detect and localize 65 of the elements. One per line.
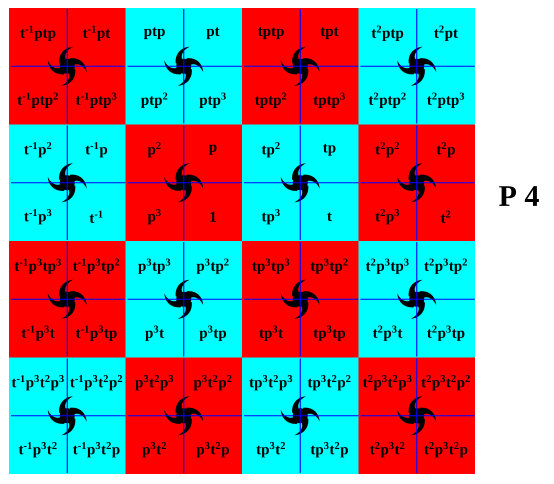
expression-label: tp$^{3}$tp$^{3}$ xyxy=(252,258,290,274)
expression-label: t$^{-1}$p xyxy=(85,142,108,158)
expression-label: t$^{-1}$p$^{3}$t$^{2}$ xyxy=(18,442,57,458)
expression-label: t$^{-1}$p$^{3}$ xyxy=(24,209,52,224)
expression-label: t$^{2}$ptp xyxy=(372,26,404,41)
expression-label: t$^{2}$ptp$^{2}$ xyxy=(368,92,406,108)
expression-label: tp$^{3}$tp xyxy=(313,326,346,341)
expression-label: t$^{2}$p$^{3}$tp$^{3}$ xyxy=(366,258,409,274)
expression-label: ptp$^{3}$ xyxy=(199,92,226,108)
expression-label: p$^{2}$ xyxy=(148,142,161,158)
expression-label: t$^{2}$p$^{3}$t xyxy=(372,326,402,341)
expression-label: 1 xyxy=(210,212,216,222)
expression-label: tp$^{3}$t$^{2}$ xyxy=(256,442,286,458)
expression-label: p$^{3}$tp$^{3}$ xyxy=(138,258,170,274)
expression-label: t$^{-1}$p$^{3}$t xyxy=(22,326,55,341)
expression-label: t$^{2}$p$^{3}$t$^{2}$p xyxy=(424,442,468,458)
expression-label: t$^{2}$p$^{3}$t$^{2}$p$^{3}$ xyxy=(362,375,412,390)
expression-label: t$^{-1}$ xyxy=(90,210,103,223)
expression-label: t$^{2}$p xyxy=(436,142,455,158)
expression-label: tp$^{3}$t$^{2}$p$^{2}$ xyxy=(308,375,350,390)
expression-label: t$^{2}$p$^{3}$t$^{2}$p$^{2}$ xyxy=(421,375,470,390)
expression-label: t$^{-1}$p$^{3}$tp xyxy=(76,326,117,341)
expression-label: tp xyxy=(323,144,336,156)
expression-label: tp$^{3}$ xyxy=(262,209,280,224)
expression-label: ptp xyxy=(144,27,165,40)
expression-label: t$^{2}$pt xyxy=(434,26,458,41)
expression-label: t$^{-1}$p$^{2}$ xyxy=(24,142,52,158)
expression-label: tptp$^{3}$ xyxy=(313,92,345,108)
expression-label: pt xyxy=(206,27,220,40)
expression-label: tp$^{3}$t xyxy=(259,326,284,341)
expression-label: tp$^{2}$ xyxy=(262,142,280,158)
expression-label: t$^{-1}$p$^{3}$t$^{2}$p$^{2}$ xyxy=(70,375,122,390)
expression-label: p$^{3}$ xyxy=(148,209,161,224)
expression-label: tp$^{3}$tp$^{2}$ xyxy=(310,258,348,274)
expression-label: t$^{2}$ptp$^{3}$ xyxy=(427,92,464,108)
expression-label: tp$^{3}$t$^{2}$p xyxy=(310,442,348,458)
expression-label: t$^{-1}$p$^{3}$tp$^{3}$ xyxy=(14,258,61,274)
expression-label: t$^{2}$p$^{2}$ xyxy=(375,142,400,158)
expression-label: t$^{2}$p$^{3}$t$^{2}$ xyxy=(370,442,404,458)
expression-label: p$^{3}$tp$^{2}$ xyxy=(196,258,229,274)
expression-label: t$^{-1}$p$^{3}$t$^{2}$p$^{3}$ xyxy=(12,375,64,390)
expression-label: p xyxy=(208,144,217,155)
expression-label: t$^{-1}$ptp$^{2}$ xyxy=(17,92,58,108)
expression-label: p$^{3}$tp xyxy=(199,326,226,341)
expression-label: t$^{2}$p$^{3}$ xyxy=(375,209,400,224)
expression-label: t$^{-1}$p$^{3}$t$^{2}$p xyxy=(72,442,120,458)
expression-label: p$^{3}$t xyxy=(145,326,164,341)
expression-label: t$^{-1}$ptp$^{3}$ xyxy=(76,92,116,108)
expression-label: t$^{-1}$p$^{3}$tp$^{2}$ xyxy=(72,258,120,274)
expression-label: p$^{3}$t$^{2}$p$^{2}$ xyxy=(194,375,232,390)
expression-label: t$^{2}$ xyxy=(440,210,450,223)
expression-label: p$^{3}$t$^{2}$p$^{3}$ xyxy=(135,375,174,390)
expression-label: t$^{-1}$ptp xyxy=(20,26,56,41)
expression-label: tp$^{3}$t$^{2}$p$^{3}$ xyxy=(249,375,292,390)
expression-label: p$^{3}$t$^{2}$ xyxy=(142,442,166,458)
expression-label: ptp$^{2}$ xyxy=(141,92,168,108)
expression-label: tpt xyxy=(320,27,339,40)
group-label: P 4 xyxy=(499,186,539,206)
expression-label: tptp$^{2}$ xyxy=(255,92,286,108)
expression-label: tptp xyxy=(258,27,284,40)
expression-label: p$^{3}$t$^{2}$p xyxy=(196,442,229,458)
expression-label: t xyxy=(327,212,332,222)
expression-label: t$^{-1}$pt xyxy=(82,26,110,41)
expression-label: t$^{2}$p$^{3}$tp xyxy=(427,326,464,341)
expression-label: t$^{2}$p$^{3}$tp$^{2}$ xyxy=(424,258,467,274)
